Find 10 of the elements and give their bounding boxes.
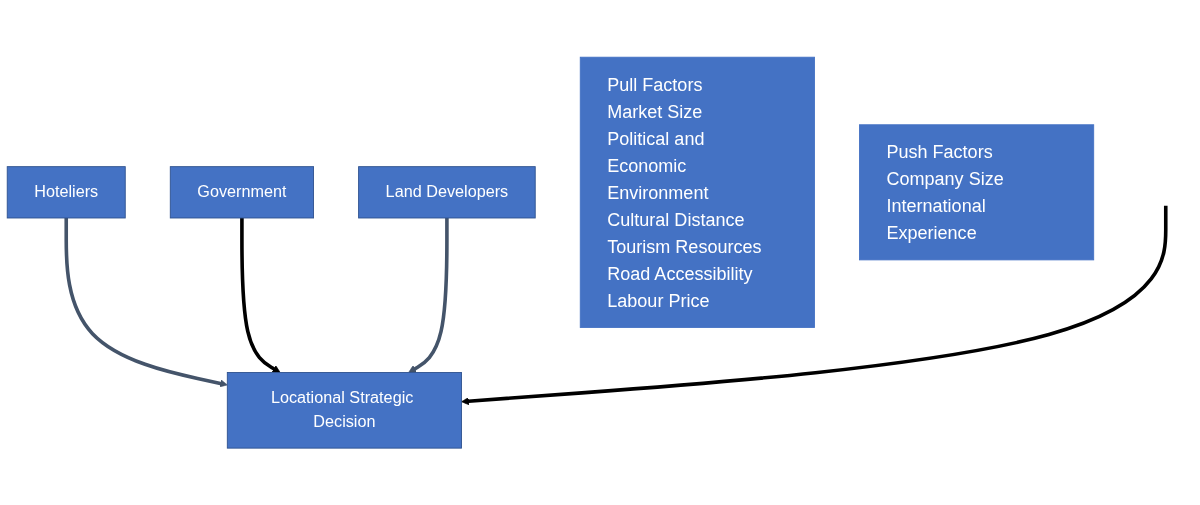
- node-box: Land Developers: [358, 166, 536, 219]
- node-box: Locational Strategic Decision: [226, 371, 462, 449]
- arrow: [408, 217, 449, 373]
- node-box: Hoteliers: [6, 166, 126, 219]
- node-box: Government: [169, 166, 314, 219]
- node-box: Pull Factors Market Size Political and Economic Environment Cultural Distance Tourism Resources Road Accessibility Labour Price: [579, 56, 815, 328]
- arrow: [64, 217, 228, 388]
- arrow: [240, 217, 281, 373]
- arrow: [461, 205, 1168, 405]
- node-box: Push Factors Company Size International Experience: [859, 124, 1095, 261]
